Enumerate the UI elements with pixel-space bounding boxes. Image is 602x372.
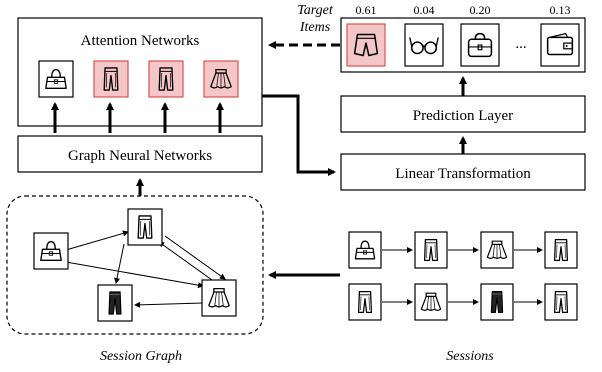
skirt-tile [414, 283, 448, 321]
skirt-tile [480, 231, 514, 269]
pants-tile [544, 283, 578, 321]
skirt-tile [201, 279, 237, 317]
pants-tile [127, 208, 163, 246]
prediction-layer-box: Prediction Layer [340, 95, 586, 133]
pants-tile [414, 231, 448, 269]
linear-transformation-label: Linear Transformation [395, 166, 531, 182]
target-score: 0.20 [470, 3, 491, 17]
target-score: 0.61 [356, 3, 377, 17]
prediction-layer-label: Prediction Layer [413, 108, 513, 124]
pants-tile [97, 284, 133, 322]
pants-tile [93, 60, 129, 98]
gnn-box: Graph Neural Networks [17, 135, 263, 173]
pants-tile [148, 60, 184, 98]
target-score: 0.04 [414, 3, 435, 17]
pants-tile [544, 231, 578, 269]
skirt-tile [203, 60, 239, 98]
shorts-tile [346, 23, 386, 67]
attention-networks-label: Attention Networks [81, 33, 200, 49]
handbag-tile [460, 23, 500, 67]
glasses-tile [404, 23, 444, 67]
target-ellipsis: ... [515, 36, 526, 52]
wallet-tile [540, 23, 580, 67]
pants-tile [348, 283, 382, 321]
gnn-label: Graph Neural Networks [68, 148, 212, 164]
pants-tile [480, 283, 514, 321]
target-items-label-line2: Items [299, 20, 331, 35]
target-items-label-line1: Target [297, 3, 334, 18]
linear-transformation-box: Linear Transformation [340, 153, 586, 191]
target-score: 0.13 [550, 3, 571, 17]
sessions-caption: Sessions [446, 349, 494, 364]
attention-to-linear-arrow [262, 94, 336, 176]
handbag-tile [33, 232, 69, 270]
attention-arrows [51, 102, 224, 133]
handbag-tile [348, 231, 382, 269]
session-graph-caption: Session Graph [100, 349, 182, 364]
handbag-tile [38, 60, 74, 98]
session-graph-edges [65, 230, 226, 308]
